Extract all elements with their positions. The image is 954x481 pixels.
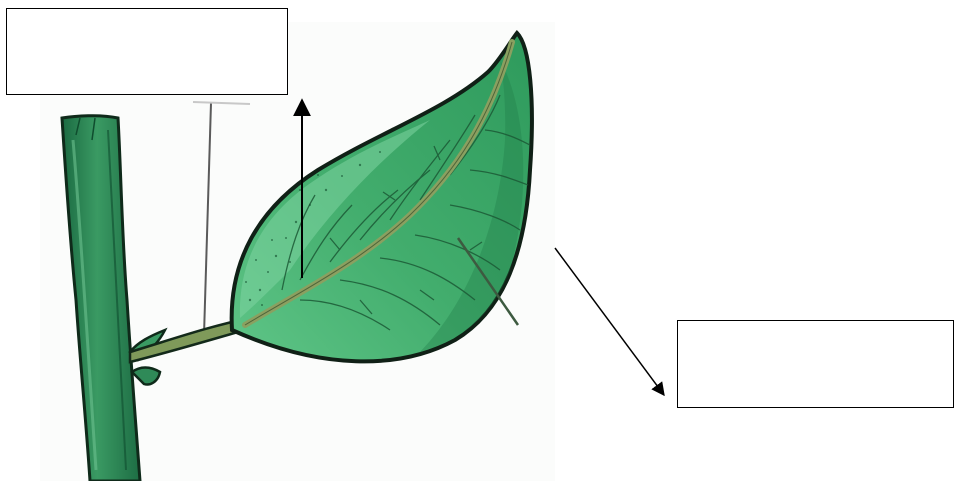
arrow-to-right-label [555, 248, 664, 395]
label-box-top[interactable] [6, 8, 288, 95]
label-box-right[interactable] [677, 320, 954, 408]
